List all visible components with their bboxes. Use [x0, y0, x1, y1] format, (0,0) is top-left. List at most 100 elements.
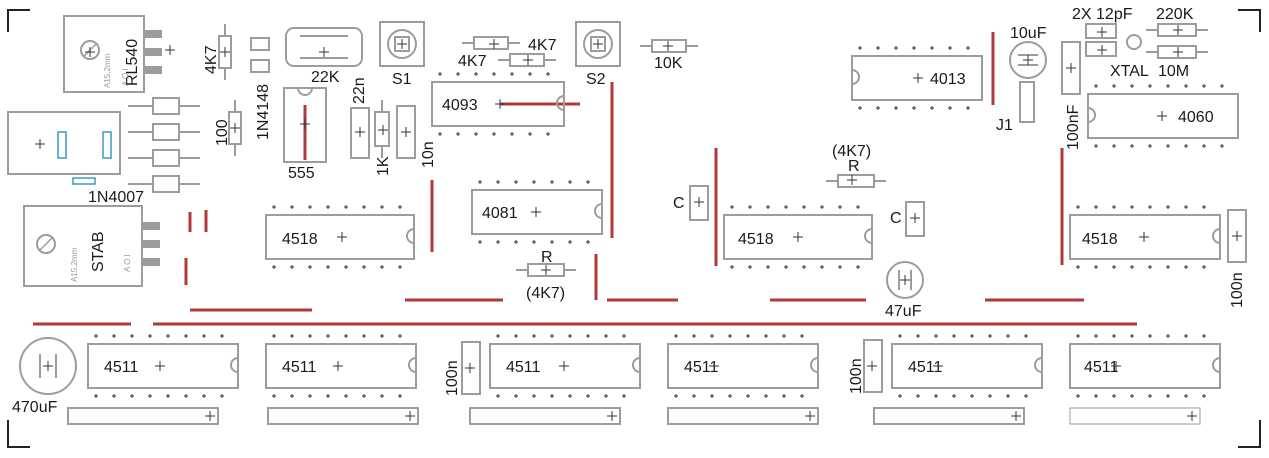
ic-4093[interactable]: [431, 81, 565, 127]
svg-text:100nF: 100nF: [1065, 104, 1082, 150]
pin-marker: [1202, 265, 1206, 269]
resistor-networks[interactable]: [67, 407, 1201, 425]
ic-4511-3[interactable]: [489, 343, 641, 389]
ic-4060[interactable]: [1087, 93, 1239, 139]
ic-4081[interactable]: [471, 189, 603, 235]
switch-s2[interactable]: [575, 21, 621, 67]
pin-marker: [970, 394, 974, 398]
cap-470uf[interactable]: [19, 337, 77, 395]
ic-4518-b[interactable]: [723, 214, 873, 260]
pin-marker: [148, 394, 152, 398]
pin-marker: [495, 99, 505, 109]
pin-marker: [1202, 144, 1206, 148]
pin-marker: [1202, 334, 1206, 338]
pin-marker: [784, 265, 788, 269]
resistor-r-bottom[interactable]: [516, 263, 576, 277]
cap-100nf[interactable]: [1061, 41, 1081, 95]
pin-marker: [202, 394, 206, 398]
resistor-10k[interactable]: [640, 39, 698, 53]
pin-marker: [1112, 265, 1116, 269]
switch-s1[interactable]: [379, 21, 425, 67]
pin-marker: [898, 334, 902, 338]
ic-4511-2[interactable]: [265, 343, 417, 389]
regulator-rl540[interactable]: RL540 A15,2mm A O I: [63, 15, 162, 93]
jumper-traces: [33, 32, 1137, 326]
pin-marker: [344, 205, 348, 209]
ic-4511-1[interactable]: [87, 343, 239, 389]
resistor-1k[interactable]: [374, 100, 390, 158]
pin-marker: [766, 205, 770, 209]
pin-marker: [952, 334, 956, 338]
cap-10n[interactable]: [396, 105, 416, 159]
pin-marker: [966, 46, 970, 50]
pin-marker: [300, 119, 310, 129]
pin-marker: [1157, 111, 1167, 121]
svg-text:4K7: 4K7: [528, 37, 557, 54]
pin-marker: [728, 334, 732, 338]
pin-marker: [112, 334, 116, 338]
pin-marker: [514, 180, 518, 184]
resistor-r-top[interactable]: [826, 174, 886, 188]
cap-100n-a[interactable]: [461, 341, 481, 395]
ic-4511-5[interactable]: [891, 343, 1043, 389]
cap-100n-right[interactable]: [1227, 209, 1247, 263]
pin-marker: [766, 265, 770, 269]
heatsink-connector[interactable]: [7, 111, 121, 185]
regulator-stab[interactable]: STAB A15,2mm A O I: [23, 205, 160, 287]
resistor-220k-10m[interactable]: [1146, 23, 1208, 59]
ic-4013[interactable]: [851, 55, 983, 101]
ic-4081-label: 4081: [482, 205, 518, 222]
diode-1n4148[interactable]: [250, 37, 270, 73]
pin-marker: [559, 361, 569, 371]
pin-marker: [514, 394, 518, 398]
cap-47uf[interactable]: [886, 261, 924, 299]
ic-4511-6[interactable]: [1069, 343, 1221, 389]
pin-marker: [820, 205, 824, 209]
ic-4518-c-label: 4518: [1082, 231, 1118, 248]
svg-text:A15,2mm: A15,2mm: [103, 53, 112, 88]
svg-text:C: C: [890, 210, 902, 227]
trimmer[interactable]: [285, 27, 363, 67]
pin-marker: [838, 265, 842, 269]
pin-marker: [492, 132, 496, 136]
pin-marker: [405, 411, 415, 421]
pin-marker: [1094, 205, 1098, 209]
pin-marker: [746, 334, 750, 338]
resistor-4k7-pair[interactable]: [462, 36, 556, 67]
pin-marker: [1130, 265, 1134, 269]
cap-c-right[interactable]: [905, 201, 925, 237]
crystal[interactable]: [1126, 34, 1142, 50]
svg-text:220K: 220K: [1156, 6, 1194, 23]
pin-marker: [1094, 394, 1098, 398]
pin-marker: [1076, 394, 1080, 398]
pin-marker: [308, 394, 312, 398]
pin-marker: [438, 72, 442, 76]
jumper-j1[interactable]: [1019, 81, 1035, 123]
diode-array[interactable]: [128, 97, 200, 193]
ic-555[interactable]: [283, 87, 327, 163]
pin-marker: [1023, 55, 1033, 65]
cap-c-left[interactable]: [689, 185, 709, 221]
pin-marker: [1130, 84, 1134, 88]
rl540-label: RL540: [124, 39, 141, 86]
pin-marker: [94, 394, 98, 398]
pin-marker: [1130, 144, 1134, 148]
pin-marker: [586, 394, 590, 398]
svg-text:(4K7): (4K7): [526, 285, 565, 302]
xtal-caps[interactable]: [1085, 23, 1117, 57]
pin-marker: [1148, 144, 1152, 148]
resistor-100[interactable]: [228, 100, 242, 156]
pin-marker: [489, 39, 499, 49]
pin-marker: [622, 334, 626, 338]
pin-marker: [1184, 265, 1188, 269]
ic-4518-c[interactable]: [1069, 214, 1221, 260]
cap-22n[interactable]: [350, 107, 370, 159]
pin-marker: [622, 394, 626, 398]
ic-4518-a[interactable]: [265, 214, 415, 260]
pin-marker: [858, 106, 862, 110]
pin-marker: [465, 363, 475, 373]
cap-100n-b[interactable]: [863, 339, 883, 393]
resistor-4k7-vertical[interactable]: [218, 24, 232, 80]
pin-marker: [378, 125, 388, 135]
ic-4511-4[interactable]: [667, 343, 819, 389]
